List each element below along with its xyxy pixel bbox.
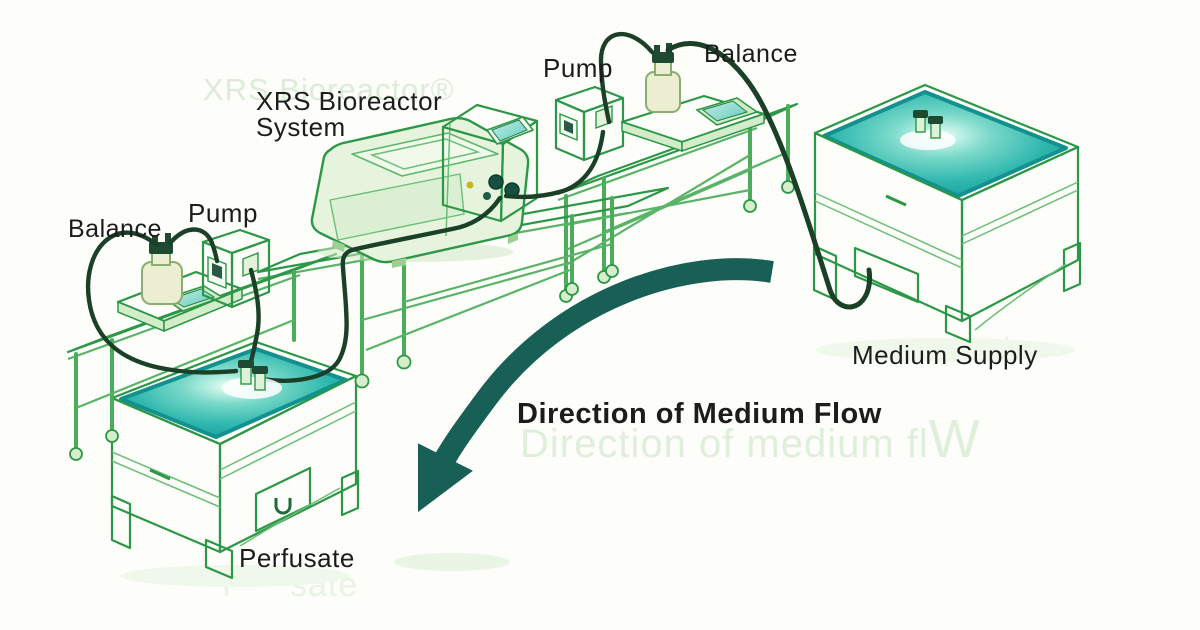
cap-port [152,235,158,243]
tube-pump-to-control [503,129,606,200]
tank-front-opening [853,246,920,304]
inlet-fitting [930,121,941,139]
pump-top [554,85,625,114]
label-flow-direction: Direction of Medium Flow [517,398,882,430]
control-unit [441,103,539,223]
label-balance-top: Balance [704,40,798,68]
label-system-line2: System [256,112,346,142]
balance-display-screen [701,100,749,122]
bottle-cap [652,52,674,63]
caster-wheel [354,373,370,389]
right-pump [554,85,625,162]
pump-display-window [564,120,573,134]
tube-bottle-to-pump [598,32,655,125]
label-perfusate: Perfusate [239,543,355,573]
fitting-cap [252,366,268,374]
control-port [483,192,491,200]
control-knob [488,174,504,190]
tube-balance-loop [85,230,239,375]
machine-foot [392,258,406,268]
perfusate-tank-fittings [222,360,282,399]
tank-handle [885,194,907,207]
tank-right-face [218,374,358,554]
tank-foot [944,304,972,344]
tube-bottle-to-left-pump [167,227,220,264]
inlet-fitting [254,371,266,391]
machine-lid [351,132,499,177]
fitting-cap [913,110,928,118]
label-pump-top: Pump [543,53,613,83]
bottle-neck [654,60,672,76]
flow-direction-arrow [394,258,774,571]
tube-supply-to-balance [665,41,873,310]
machine-foot [508,233,518,244]
tank-shadow [815,338,1075,362]
label-balance-left: Balance [68,215,162,243]
liquid-glow [222,377,282,399]
cap-port [654,45,660,53]
balance-skirt [621,120,683,153]
caster-wheel [605,264,619,278]
tank-foot [110,494,132,550]
fitting-cap [238,360,254,368]
tube-bioreactor-to-perfusate [259,195,503,383]
caster-wheel [69,447,83,461]
inlet-fitting [915,115,926,133]
watermark-flow: Direction of medium flW [520,409,981,469]
liquid-glow [900,130,956,150]
power-indicator [466,181,474,189]
tank-foot [340,469,360,517]
front-panel [329,173,465,241]
arrow-shadow [394,553,510,571]
body-seam [445,123,451,237]
caster-wheel [743,199,757,213]
control-display-screen [491,119,528,142]
pump-right [582,96,625,162]
pump-display-window [212,263,222,279]
tank-shadow [120,565,350,587]
medium-supply-tank [812,83,1082,362]
drain-fitting [274,498,292,515]
label-medium-supply: Medium Supply [852,340,1038,370]
lid-seam [369,138,481,170]
caster-wheel [565,282,579,296]
pump-head-port [242,251,259,278]
media-bottle [645,71,681,113]
tank-foot [204,538,234,580]
caster-wheel [396,354,412,370]
caster-wheel [105,429,119,443]
tank-right-face [960,145,1080,323]
label-system-line1: XRS Bioreactor [256,86,442,116]
left-pump [201,228,271,309]
label-layer: Balance Pump XRS Bioreactor System Pump … [68,40,1038,573]
fitting-cap [928,116,943,124]
tank-handle [149,468,171,481]
tank-foot [1062,241,1082,293]
right-balance [620,43,766,153]
medium-flow-arrow [417,258,774,513]
cap-port [165,233,171,243]
watermark-title: XRS Bioreactor® [203,72,454,107]
media-bottle [141,261,183,305]
pump-right [230,238,271,309]
inlet-fitting [240,365,252,385]
label-pump-left: Pump [188,198,258,228]
balance-skirt [681,112,765,153]
machine-foot [332,240,345,252]
supply-tank-fittings [900,110,956,150]
caster-wheel [781,180,795,194]
